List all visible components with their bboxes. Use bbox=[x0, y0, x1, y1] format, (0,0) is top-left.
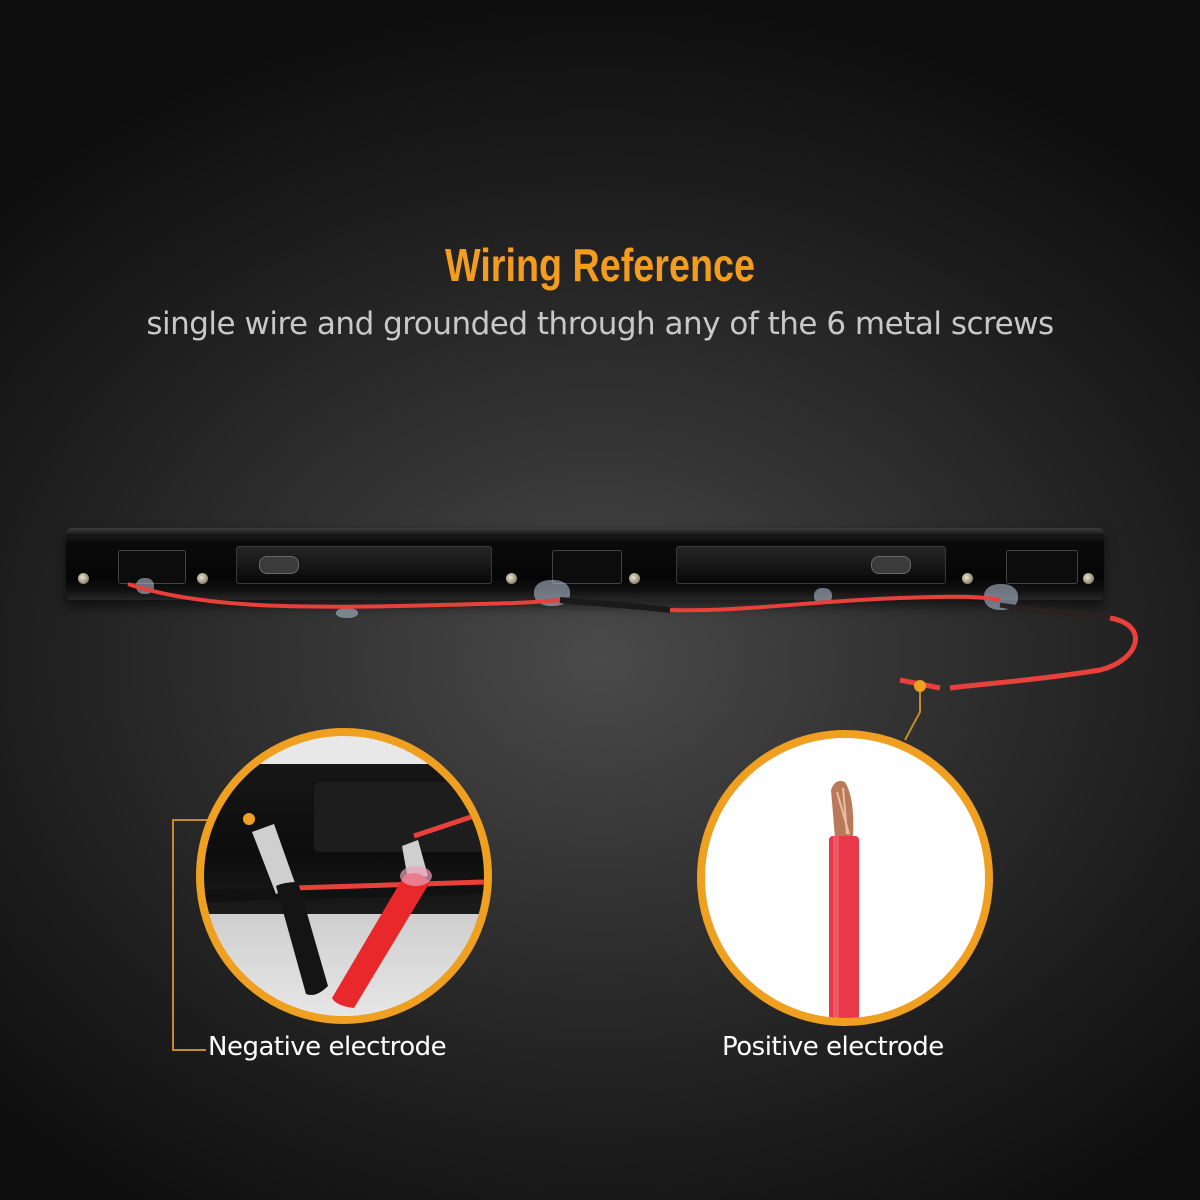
screw-icon bbox=[1083, 573, 1094, 584]
negative-electrode-label: Negative electrode bbox=[208, 1032, 447, 1062]
positive-electrode-label: Positive electrode bbox=[722, 1032, 944, 1062]
positive-electrode-photo bbox=[697, 730, 993, 1026]
mount-slot bbox=[871, 556, 911, 574]
bar-bottom-edge bbox=[66, 590, 1104, 600]
alligator-clips-icon bbox=[204, 813, 484, 1008]
screw-icon bbox=[197, 573, 208, 584]
panel-closeup bbox=[314, 782, 484, 852]
negative-callout-dot bbox=[243, 813, 255, 825]
page-title: Wiring Reference bbox=[445, 239, 755, 291]
screw-icon bbox=[962, 573, 973, 584]
glue-dot bbox=[814, 588, 832, 604]
positive-leader-line bbox=[904, 686, 921, 741]
glue-dot bbox=[336, 608, 358, 618]
page-subtitle: single wire and grounded through any of … bbox=[146, 306, 1054, 342]
positive-callout-dot bbox=[914, 680, 926, 692]
light-bar-backplate bbox=[66, 528, 1104, 618]
screw-icon bbox=[78, 573, 89, 584]
lamp-window-center bbox=[552, 550, 622, 584]
screw-icon bbox=[506, 573, 517, 584]
bar-top-edge bbox=[66, 528, 1104, 536]
recessed-panel-left bbox=[236, 546, 492, 584]
negative-electrode-photo bbox=[196, 728, 492, 1024]
black-wire-segment bbox=[559, 597, 671, 613]
lamp-window-right bbox=[1006, 550, 1078, 584]
recessed-panel-right bbox=[676, 546, 946, 584]
red-wire bbox=[127, 582, 561, 609]
mount-slot bbox=[259, 556, 299, 574]
red-wire bbox=[669, 594, 1001, 613]
black-wire-tail bbox=[999, 602, 1111, 621]
stripped-wire-icon bbox=[829, 781, 859, 1018]
red-lead-wire bbox=[949, 615, 1138, 691]
screw-icon bbox=[629, 573, 640, 584]
